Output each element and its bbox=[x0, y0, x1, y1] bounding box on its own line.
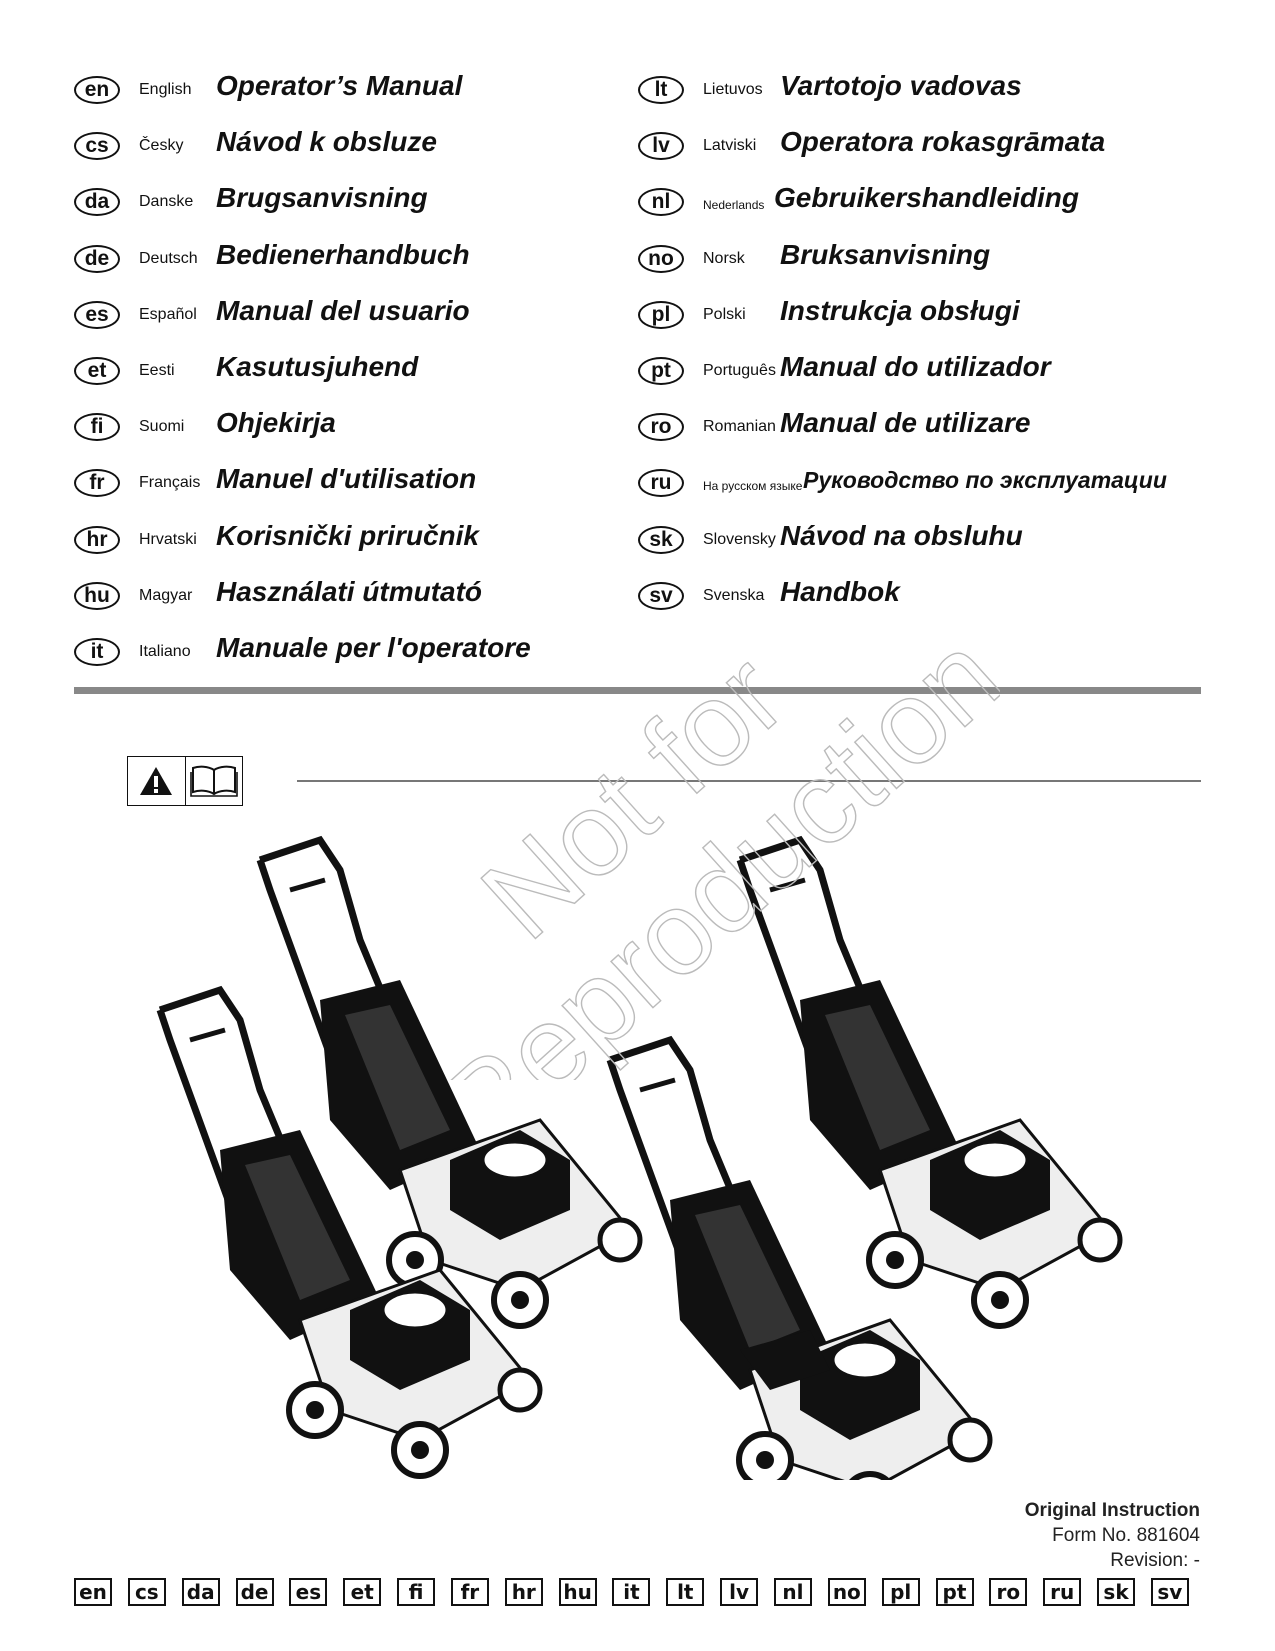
language-code-badge: ro bbox=[638, 413, 684, 442]
language-native-name: Nederlands bbox=[703, 198, 765, 213]
language-code-box-pl: pl bbox=[881, 1578, 920, 1606]
language-code-badge: sv bbox=[638, 581, 684, 610]
language-native-name: Magyar bbox=[139, 586, 193, 604]
manual-title: Vartotojo vadovas bbox=[780, 70, 1022, 101]
language-code-badge: fi bbox=[74, 413, 120, 442]
language-code-badge: es bbox=[74, 300, 120, 329]
language-code-badge: lt bbox=[638, 76, 684, 104]
manual-title: Návod k obsluze bbox=[216, 126, 437, 158]
language-native-name: Latviski bbox=[703, 137, 757, 155]
language-native-name: Suomi bbox=[139, 418, 185, 436]
language-code-box-fi: fi bbox=[397, 1578, 436, 1606]
safety-symbol-box bbox=[127, 756, 243, 806]
language-code-box-no: no bbox=[827, 1578, 866, 1606]
language-native-name: Español bbox=[139, 305, 197, 323]
language-code-box-de: de bbox=[235, 1578, 274, 1606]
language-code-badge: pl bbox=[638, 300, 684, 329]
manual-title: Manual do utilizador bbox=[780, 350, 1051, 382]
language-code-badge: da bbox=[74, 188, 120, 217]
language-code-badge: it bbox=[74, 637, 120, 666]
language-native-name: Deutsch bbox=[139, 249, 198, 267]
open-book-icon bbox=[184, 757, 243, 805]
language-code-box-nl: nl bbox=[773, 1578, 812, 1606]
language-native-name: Italiano bbox=[139, 642, 191, 660]
language-native-name: Svenska bbox=[703, 586, 765, 604]
manual-title: Korisnički priručnik bbox=[216, 519, 479, 551]
form-number: Form No. 881604 bbox=[1052, 1525, 1200, 1546]
language-code-box-ru: ru bbox=[1043, 1578, 1082, 1606]
language-native-name: Hrvatski bbox=[139, 530, 197, 548]
language-native-name: Français bbox=[139, 474, 201, 492]
language-code-badge: pt bbox=[638, 356, 684, 385]
language-code-box-cs: cs bbox=[127, 1578, 166, 1606]
language-code-badge: et bbox=[74, 356, 120, 385]
language-code-box-lt: lt bbox=[666, 1578, 705, 1606]
language-code-box-sk: sk bbox=[1097, 1578, 1136, 1606]
manual-title: Használati útmutató bbox=[216, 575, 483, 607]
section-divider bbox=[74, 687, 1201, 694]
original-instruction-label: Original Instruction bbox=[1024, 1500, 1200, 1521]
manual-title: Operator’s Manual bbox=[216, 70, 463, 101]
warning-triangle-icon bbox=[128, 757, 185, 805]
manual-title: Instrukcja obsługi bbox=[780, 294, 1020, 326]
language-code-box-es: es bbox=[289, 1578, 328, 1606]
language-code-badge: ru bbox=[638, 469, 684, 498]
language-code-box-pt: pt bbox=[935, 1578, 974, 1606]
form-info: Original Instruction Form No. 881604 Rev… bbox=[1025, 1498, 1200, 1573]
manual-title: Manual del usuario bbox=[216, 294, 470, 326]
language-code-box-da: da bbox=[181, 1578, 220, 1606]
language-native-name: Danske bbox=[139, 193, 194, 211]
manual-title: Manual de utilizare bbox=[780, 407, 1031, 439]
language-code-badge: sk bbox=[638, 525, 684, 554]
manual-title: Ohjekirja bbox=[216, 407, 336, 439]
language-code-badge: de bbox=[74, 244, 120, 273]
manual-title: Kasutusjuhend bbox=[216, 350, 419, 382]
language-native-name: Slovensky bbox=[703, 530, 776, 548]
language-code-badge: en bbox=[74, 76, 120, 104]
language-code-box-en: en bbox=[74, 1578, 112, 1606]
language-code-box-it: it bbox=[612, 1578, 651, 1606]
language-native-name: На русском языке bbox=[703, 479, 803, 494]
manual-title: Operatora rokasgrāmata bbox=[780, 126, 1106, 158]
language-native-name: Eesti bbox=[139, 361, 175, 379]
language-code-box-hr: hr bbox=[504, 1578, 543, 1606]
language-native-name: Lietuvos bbox=[703, 81, 763, 98]
language-code-box-fr: fr bbox=[450, 1578, 489, 1606]
language-code-badge: hu bbox=[74, 581, 120, 610]
manual-title: Bruksanvisning bbox=[780, 238, 991, 270]
language-native-name: English bbox=[139, 81, 192, 98]
language-code-badge: no bbox=[638, 244, 684, 273]
language-code-badge: fr bbox=[74, 469, 120, 498]
manual-title: Руководство по эксплуатации bbox=[803, 467, 1167, 494]
header-rule bbox=[297, 780, 1201, 782]
lawn-mowers-illustration bbox=[130, 830, 1130, 1480]
language-code-box-et: et bbox=[343, 1578, 382, 1606]
language-native-name: Norsk bbox=[703, 249, 745, 267]
manual-title: Manuale per l'operatore bbox=[216, 631, 531, 663]
language-code-box-sv: sv bbox=[1150, 1578, 1189, 1606]
language-native-name: Português bbox=[703, 361, 776, 379]
language-code-badge: lv bbox=[638, 132, 684, 161]
language-native-name: Česky bbox=[139, 137, 184, 155]
language-native-name: Romanian bbox=[703, 418, 776, 436]
manual-title: Gebruikershandleiding bbox=[774, 182, 1079, 214]
language-native-name: Polski bbox=[703, 305, 746, 323]
language-code-box-hu: hu bbox=[558, 1578, 597, 1606]
manual-title: Bedienerhandbuch bbox=[216, 238, 470, 270]
language-code-badge: nl bbox=[638, 188, 684, 217]
manual-title: Návod na obsluhu bbox=[780, 519, 1023, 551]
language-code-badge: hr bbox=[74, 525, 120, 554]
revision-label: Revision: - bbox=[1110, 1550, 1200, 1571]
language-code-badge: cs bbox=[74, 132, 120, 161]
manual-title: Handbok bbox=[780, 575, 900, 607]
manual-title: Manuel d'utilisation bbox=[216, 463, 477, 495]
language-code-box-ro: ro bbox=[989, 1578, 1028, 1606]
manual-title: Brugsanvisning bbox=[216, 182, 428, 214]
language-code-box-lv: lv bbox=[720, 1578, 759, 1606]
